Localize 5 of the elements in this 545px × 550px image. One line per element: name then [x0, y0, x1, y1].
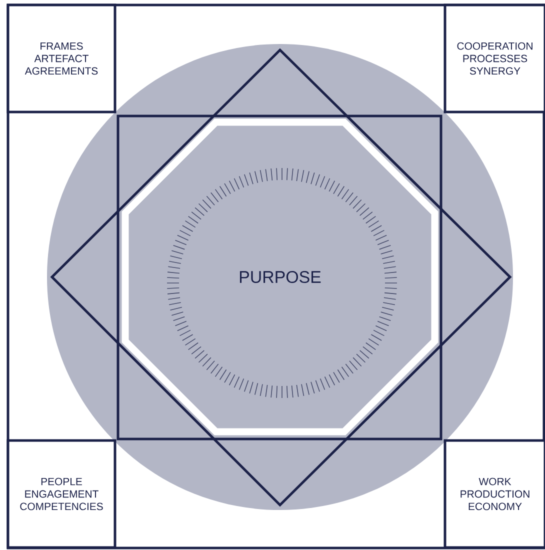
label-box: COOPERATION PROCESSES SYNERGY [444, 4, 545, 114]
label-box: PEOPLE ENGAGEMENT COMPETENCIES [6, 439, 116, 549]
label-box: FRAMES ARTEFACT AGREEMENTS [6, 4, 116, 114]
label-box: WORK PRODUCTION ECONOMY [444, 439, 545, 549]
octagon-box: PURPOSE [122, 118, 438, 436]
